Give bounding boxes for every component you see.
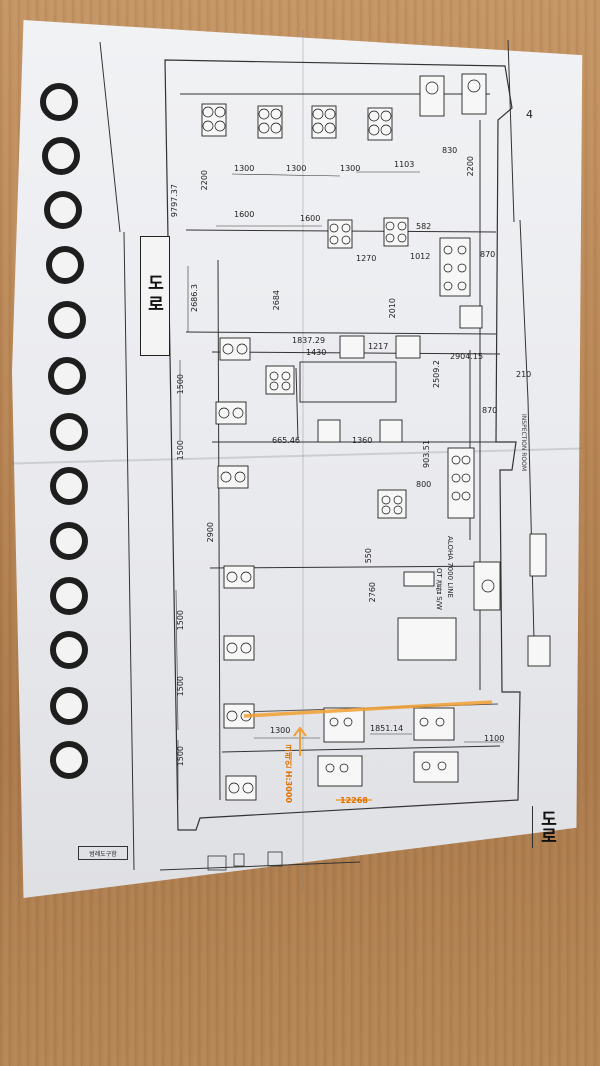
line-label: ALOHA 7000 LINE xyxy=(446,536,454,598)
dim-label: 1851.14 xyxy=(370,724,404,733)
dim-label: 2509.2 xyxy=(432,360,441,388)
road-label-bottom: 도로 xyxy=(532,806,561,848)
binder-hole xyxy=(50,631,88,669)
dim-label: 582 xyxy=(416,222,432,231)
road-label-left: 도로 xyxy=(143,274,164,316)
dim-label: 550 xyxy=(364,548,373,564)
dim-label: 1217 xyxy=(368,342,389,351)
dim-label: 1300 xyxy=(270,726,291,735)
dim-label: 903.51 xyxy=(422,440,431,468)
dim-label: 2904.15 xyxy=(450,352,484,361)
binder-hole xyxy=(42,137,80,175)
line-label-2: OT 결합 S/W xyxy=(435,568,443,610)
crane-height-note: 크레인 H:3000 xyxy=(284,744,293,803)
road-box-left xyxy=(140,236,170,356)
dim-label: 870 xyxy=(482,406,498,415)
binder-hole xyxy=(46,246,84,284)
floor-plan-paper xyxy=(12,20,583,898)
dim-label: 800 xyxy=(416,480,432,489)
binder-hole xyxy=(50,467,88,505)
dim-label: 2200 xyxy=(200,170,209,191)
dim-label: 1600 xyxy=(300,214,321,223)
top-right-marker: 4 xyxy=(526,108,533,121)
dim-label: 665.46 xyxy=(272,436,300,445)
dim-label: 1500 xyxy=(176,610,185,631)
dim-label: 2900 xyxy=(206,522,215,543)
dim-label: 2684 xyxy=(272,290,281,311)
dim-label: 1300 xyxy=(234,164,255,173)
binder-hole xyxy=(50,687,88,725)
dim-label: 1500 xyxy=(176,746,185,767)
dim-label: 2200 xyxy=(466,156,475,177)
dim-label: 1500 xyxy=(176,374,185,395)
binder-hole xyxy=(50,413,88,451)
inspection-room-label: INSPECTION ROOM xyxy=(520,414,527,472)
dim-label: 1430 xyxy=(306,348,327,357)
dim-label: 1270 xyxy=(356,254,377,263)
dim-label: 210 xyxy=(516,370,532,379)
dim-label: 1500 xyxy=(176,676,185,697)
dim-label: 1600 xyxy=(234,210,255,219)
legend-box: 범례도구함 xyxy=(78,846,128,860)
binder-hole xyxy=(48,357,86,395)
dim-label: 830 xyxy=(442,146,458,155)
dim-label: 2686.3 xyxy=(190,284,199,312)
dim-label: 9797.37 xyxy=(170,184,179,218)
dim-label: 1100 xyxy=(484,734,505,743)
binder-hole xyxy=(50,577,88,615)
dim-label: 2010 xyxy=(388,298,397,319)
dim-label: 1837.29 xyxy=(292,336,326,345)
orange-annotation xyxy=(243,700,493,801)
dim-label: 1300 xyxy=(340,164,361,173)
binder-hole xyxy=(50,522,88,560)
binder-hole xyxy=(50,741,88,779)
dim-label: 1300 xyxy=(286,164,307,173)
dim-label: 1012 xyxy=(410,252,431,261)
dim-label: 2760 xyxy=(368,582,377,603)
dim-label: 870 xyxy=(480,250,496,259)
binder-hole xyxy=(44,191,82,229)
paper-fold-vertical xyxy=(302,30,304,890)
binder-hole xyxy=(40,83,78,121)
binder-hole xyxy=(48,301,86,339)
dim-label: 1360 xyxy=(352,436,373,445)
dim-label: 1500 xyxy=(176,440,185,461)
dim-label: 1103 xyxy=(394,160,415,169)
equipment-row-top xyxy=(201,73,487,141)
orange-dimension: 12268 xyxy=(340,796,368,805)
